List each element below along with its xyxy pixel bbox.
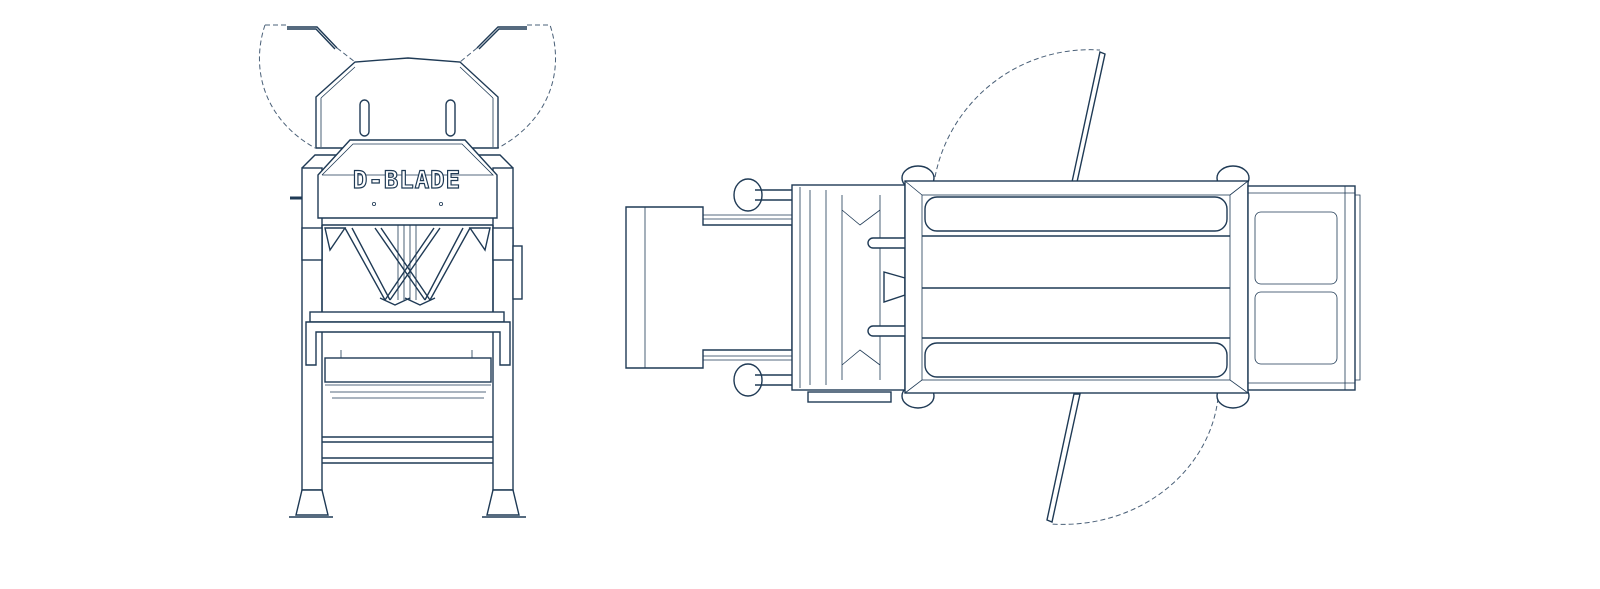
lower-tray (924, 342, 1228, 378)
robot-head-cover (317, 139, 498, 219)
right-bracket-plate (492, 227, 514, 261)
right-door-swing-arc (497, 24, 557, 149)
enclosure-corners (904, 180, 1249, 394)
left-foot (295, 489, 329, 516)
side-control-box (512, 245, 523, 300)
side-rails (755, 189, 792, 386)
delta-robot-arms (324, 225, 491, 306)
front-view: D-BLADE (258, 24, 557, 518)
top-hood (315, 57, 499, 149)
hood-edge (320, 66, 494, 147)
infeed-conveyor (625, 206, 793, 369)
logo: D-BLADE (353, 166, 461, 194)
infeed-detail (644, 207, 792, 368)
upper-tray (924, 196, 1228, 232)
screw (371, 201, 376, 206)
conveyor-detail (325, 350, 491, 399)
left-bracket-plate (301, 227, 323, 261)
left-door-swing-arc (258, 24, 316, 149)
outfeed-detail (1248, 186, 1361, 390)
right-handle (445, 99, 456, 137)
conveyor-top-rail (309, 311, 505, 323)
right-flap-hinge-dash (459, 47, 478, 63)
lower-crossbars (322, 436, 493, 464)
upper-open-door (1071, 51, 1106, 183)
head-cover-edge (321, 143, 494, 176)
robot-frame-detail (799, 187, 881, 388)
left-open-flap (287, 26, 338, 50)
screw (438, 201, 443, 206)
outfeed-lower-bay (1254, 291, 1338, 365)
conveyor-frame (305, 321, 511, 366)
lower-open-door (1046, 393, 1081, 523)
right-foot (486, 489, 520, 516)
outfeed-section (1247, 185, 1356, 391)
left-flap-hinge-dash (336, 47, 356, 63)
right-open-flap (476, 26, 527, 50)
upper-door-swing-arc (934, 49, 1101, 178)
bottom-panel (807, 391, 892, 403)
top-view (625, 49, 1361, 525)
left-handle (359, 99, 370, 137)
lower-door-swing-arc (1049, 397, 1219, 525)
conveyor-belt (324, 357, 492, 383)
belt-lines (922, 235, 1230, 339)
robot-frame (791, 184, 906, 391)
outfeed-upper-bay (1254, 211, 1338, 285)
